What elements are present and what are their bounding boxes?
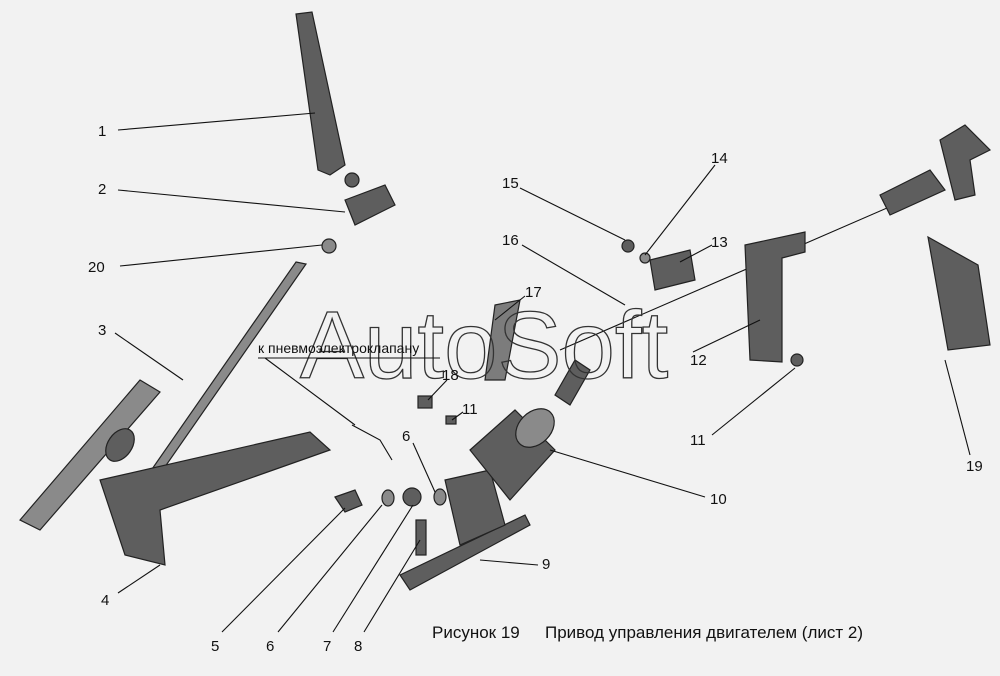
part-11-screw — [445, 415, 457, 425]
callout-12: 12 — [690, 352, 707, 369]
callout-16: 16 — [502, 232, 519, 249]
part-15-nut — [621, 239, 635, 253]
part-5-bolt — [334, 489, 363, 513]
callout-5: 5 — [211, 638, 219, 655]
figure-title: Привод управления двигателем (лист 2) — [545, 623, 863, 642]
callout-7: 7 — [323, 638, 331, 655]
leader-lines — [114, 112, 971, 633]
part-2-clamp — [344, 172, 396, 226]
part-13-bracket — [649, 249, 696, 291]
part-4-bracket — [99, 431, 332, 566]
callout-17: 17 — [525, 284, 542, 301]
callout-3: 3 — [98, 322, 106, 339]
callout-18: 18 — [442, 367, 459, 384]
callout-13: 13 — [711, 234, 728, 251]
part-12-bracket — [744, 231, 806, 363]
part-14-clip — [639, 252, 651, 264]
part-6-washer — [381, 489, 395, 507]
note-pneumatic-valve: к пневмоэлектроклапану — [258, 340, 419, 356]
callout-1: 1 — [98, 123, 106, 140]
callout-14: 14 — [711, 150, 728, 167]
part-11-bolt-right — [790, 353, 804, 367]
callout-4: 4 — [101, 592, 109, 609]
part-7-banjo — [402, 487, 422, 507]
callout-20: 20 — [88, 259, 105, 276]
callout-9: 9 — [542, 556, 550, 573]
callout-6-top: 6 — [402, 428, 410, 445]
callout-8: 8 — [354, 638, 362, 655]
part-pipe — [351, 424, 393, 461]
callout-10: 10 — [710, 491, 727, 508]
callout-6-bottom: 6 — [266, 638, 274, 655]
part-19-plate — [927, 235, 991, 351]
note-leader — [258, 357, 440, 426]
watermark: AutoSoft — [300, 292, 668, 399]
callout-11-right: 11 — [690, 432, 706, 449]
part-10-cylinder — [469, 359, 591, 501]
part-6-washer-top — [433, 488, 447, 506]
callout-15: 15 — [502, 175, 519, 192]
figure-number: Рисунок 19 — [432, 623, 520, 642]
part-17-clip — [484, 299, 521, 381]
part-8-bolt — [415, 519, 427, 556]
callout-2: 2 — [98, 181, 106, 198]
part-3-shaft — [19, 261, 308, 531]
part-1-lever — [295, 11, 346, 176]
part-9-base — [399, 469, 531, 591]
part-20-ring — [321, 238, 337, 254]
callout-19: 19 — [966, 458, 983, 475]
callout-11-small: 11 — [462, 401, 478, 418]
